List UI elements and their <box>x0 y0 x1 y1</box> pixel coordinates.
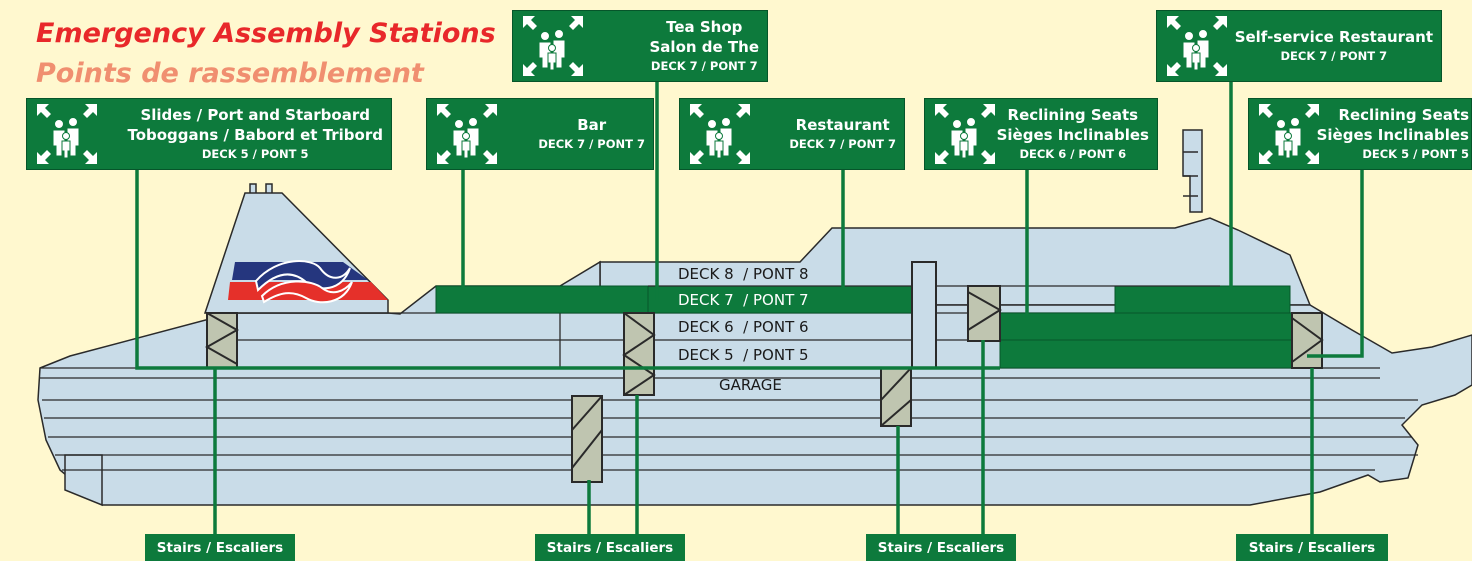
assembly-point-icon <box>37 104 97 164</box>
assembly-point-icon <box>523 16 583 76</box>
stairs-block-6 <box>1291 312 1324 369</box>
station-deck: DECK 7 / PONT 7 <box>1280 49 1388 63</box>
stairs-block-3 <box>571 395 603 483</box>
assembly-point-icon <box>935 104 995 164</box>
title-english: Emergency Assembly Stations <box>36 18 496 49</box>
deck-label-8: DECK 8 / PONT 8 <box>678 265 809 283</box>
stairs-label: Stairs / Escaliers <box>866 534 1016 561</box>
assembly-point-icon <box>1167 16 1227 76</box>
assembly-point-icon <box>690 104 750 164</box>
station-subtitle: Toboggans / Babord et Tribord <box>127 126 383 144</box>
deck7-highlight-mid <box>647 285 913 314</box>
vertical-shaft <box>911 261 937 369</box>
deck-label-7: DECK 7 / PONT 7 <box>678 291 809 309</box>
station-title: Slides / Port and Starboard <box>140 106 370 124</box>
station-title: Reclining Seats <box>1007 106 1139 124</box>
funnel-logo-blue <box>254 260 351 292</box>
stairs-block-2 <box>622 312 656 396</box>
deck-label-5: DECK 5 / PONT 5 <box>678 346 809 364</box>
station-deck: DECK 5 / PONT 5 <box>1362 147 1469 161</box>
mast <box>1182 129 1203 213</box>
station-title: Bar <box>577 116 607 134</box>
station-subtitle: Sièges Inclinables <box>1316 126 1469 144</box>
stairs-block-4 <box>880 367 912 427</box>
title-french: Points de rassemblement <box>36 58 424 89</box>
assembly-point-icon <box>437 104 497 164</box>
station-title: Reclining Seats <box>1338 106 1469 124</box>
deck7-highlight-aft <box>435 285 651 314</box>
connector-slides <box>135 170 1000 370</box>
funnel-logo-red <box>260 280 353 304</box>
stairs-block-1 <box>204 312 240 369</box>
station-subtitle: Salon de The <box>649 38 760 56</box>
assembly-point-icon <box>1259 104 1319 164</box>
station-deck: DECK 5 / PONT 5 <box>201 147 309 161</box>
station-title: Restaurant <box>795 116 890 134</box>
deck6-highlight <box>999 312 1301 341</box>
station-deck: DECK 7 / PONT 7 <box>650 59 758 73</box>
deck5-highlight <box>999 339 1301 369</box>
station-deck: DECK 7 / PONT 7 <box>789 137 896 151</box>
station-title: Tea Shop <box>666 18 743 36</box>
deck-label-6: DECK 6 / PONT 6 <box>678 318 809 336</box>
stairs-label: Stairs / Escaliers <box>1236 534 1388 561</box>
stairs-block-5 <box>967 285 1002 342</box>
propeller-area <box>64 454 103 507</box>
stairs-label: Stairs / Escaliers <box>535 534 685 561</box>
station-deck: DECK 7 / PONT 7 <box>538 137 645 151</box>
station-deck: DECK 6 / PONT 6 <box>1019 147 1127 161</box>
station-subtitle: Sièges Inclinables <box>996 126 1149 144</box>
connector-reclining-5 <box>1307 170 1364 358</box>
deck-label-garage: GARAGE <box>719 376 782 394</box>
stairs-label: Stairs / Escaliers <box>145 534 295 561</box>
deck7-highlight-fwd <box>1114 285 1291 314</box>
station-title: Self-service Restaurant <box>1234 28 1433 46</box>
